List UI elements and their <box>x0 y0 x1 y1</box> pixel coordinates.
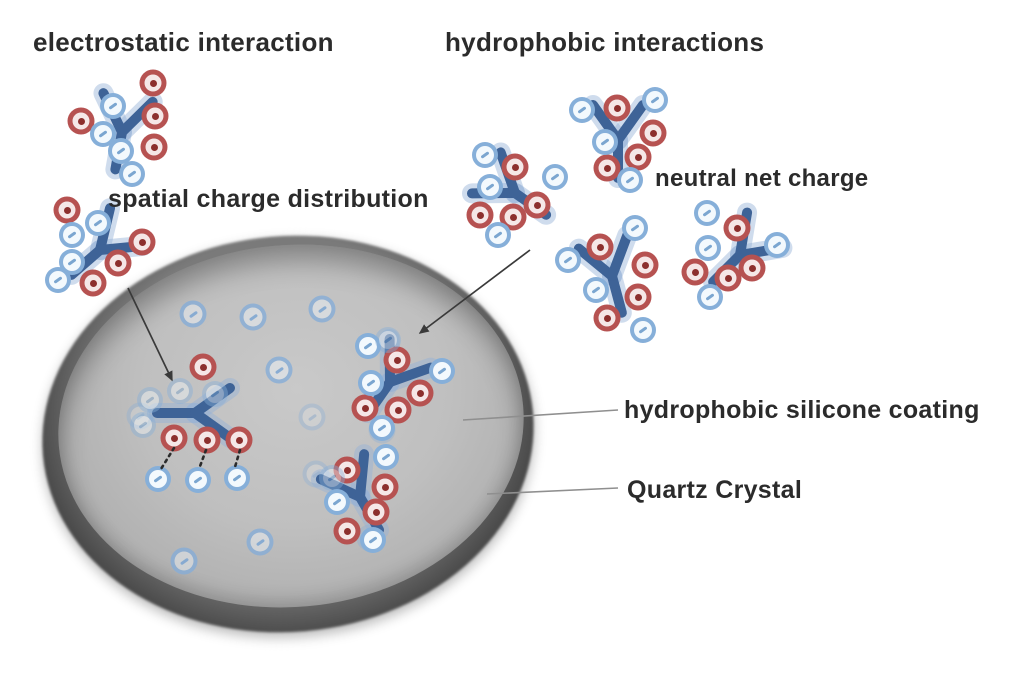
negative-charge-icon <box>472 142 498 168</box>
negative-charge-icon <box>697 284 723 310</box>
negative-charge-icon <box>583 277 609 303</box>
positive-charge-icon <box>53 196 81 224</box>
negative-charge-icon <box>622 215 648 241</box>
positive-charge-icon <box>79 269 107 297</box>
positive-charge-icon <box>738 254 766 282</box>
positive-charge-icon <box>593 154 621 182</box>
positive-charge-icon <box>586 233 614 261</box>
positive-charge-icon <box>681 258 709 286</box>
negative-charge-icon <box>592 129 618 155</box>
negative-charge-icon <box>569 97 595 123</box>
negative-charge-icon <box>45 267 71 293</box>
negative-charge-icon <box>477 174 503 200</box>
negative-charge-icon <box>694 200 720 226</box>
negative-charge-icon <box>764 232 790 258</box>
positive-charge-icon <box>593 304 621 332</box>
antibody-y-icon <box>93 83 163 180</box>
label-hydrophobic-interactions: hydrophobic interactions <box>445 27 765 57</box>
positive-charge-icon <box>139 69 167 97</box>
negative-charge-icon <box>90 121 116 147</box>
negative-charge-icon <box>695 235 721 261</box>
positive-charge-icon <box>624 143 652 171</box>
positive-charge-icon <box>501 153 529 181</box>
negative-charge-icon <box>108 138 134 164</box>
negative-charge-icon <box>59 249 85 275</box>
negative-charge-icon <box>642 87 668 113</box>
negative-charge-icon <box>485 222 511 248</box>
positive-charge-icon <box>603 94 631 122</box>
antibody-y-icon <box>703 202 793 292</box>
negative-charge-icon <box>100 93 126 119</box>
label-quartz-crystal: Quartz Crystal <box>627 476 803 504</box>
positive-charge-icon <box>523 191 551 219</box>
label-hydrophobic-silicone-coating: hydrophobic silicone coating <box>624 396 980 424</box>
antibody-y-icon <box>461 142 557 225</box>
negative-charge-icon <box>617 167 643 193</box>
positive-charge-icon <box>67 107 95 135</box>
negative-charge-icon <box>555 247 581 273</box>
positive-charge-icon <box>128 228 156 256</box>
positive-charge-icon <box>714 264 742 292</box>
positive-charge-icon <box>104 249 132 277</box>
positive-charge-icon <box>141 102 169 130</box>
negative-charge-icon <box>542 164 568 190</box>
positive-charge-icon <box>639 119 667 147</box>
antibody-y-icon <box>583 95 653 188</box>
positive-charge-icon <box>631 251 659 279</box>
negative-charge-icon <box>59 222 85 248</box>
positive-charge-icon <box>466 201 494 229</box>
positive-charge-icon <box>140 133 168 161</box>
positive-charge-icon <box>723 214 751 242</box>
label-spatial-charge-distribution: spatial charge distribution <box>108 185 429 213</box>
positive-charge-icon <box>499 203 527 231</box>
positive-charge-icon <box>624 283 652 311</box>
label-neutral-net-charge: neutral net charge <box>655 165 869 192</box>
negative-charge-icon <box>119 161 145 187</box>
negative-charge-icon <box>630 317 656 343</box>
label-electrostatic-interaction: electrostatic interaction <box>33 27 334 57</box>
antibody-y-icon <box>568 225 638 323</box>
